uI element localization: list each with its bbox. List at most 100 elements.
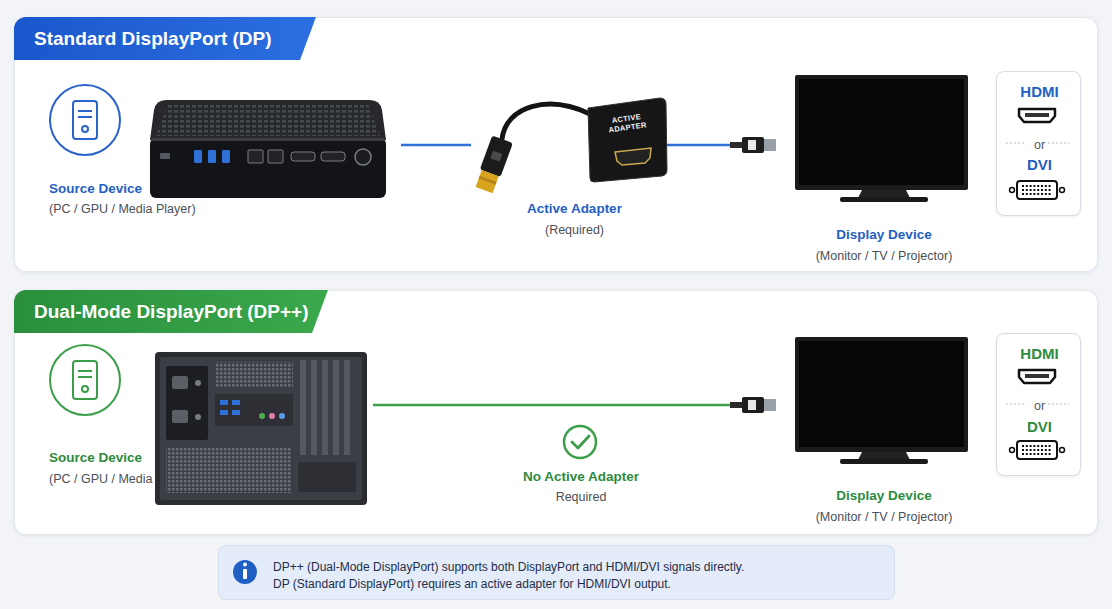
dvi-port-icon [1017,441,1057,459]
hdmi-plug-tip [764,399,776,411]
monitor-frame [795,75,968,190]
psu-switch [195,414,201,420]
port [160,153,170,159]
dp-plug-tip [476,170,499,193]
audio-jack [269,413,275,419]
power-socket [172,376,188,389]
io-panel [215,394,293,426]
node-title: Display Device [784,226,984,244]
info-icon-dot [243,563,247,567]
display-port [291,152,315,161]
node-title: No Active Adapter [501,468,661,486]
monitor-screen [799,341,964,447]
icon-circle [50,85,120,155]
audio-jack [279,413,285,419]
vent-grill [215,362,293,388]
mini-pc-vents [156,104,380,136]
check-circle [564,426,596,458]
connector-line [666,144,731,147]
node-subtitle: (Required) [477,222,672,238]
icon-circle [50,345,120,415]
dvi-screw [1010,448,1015,453]
power-socket [172,410,188,423]
node-title: Source Device [49,180,249,198]
node-subtitle: (PC / GPU / Media Player) [49,471,249,487]
section-heading: Dual-Mode DisplayPort (DP++) [14,290,328,333]
usb-port [220,400,228,405]
tower-back [160,357,362,500]
separator-word: or [997,398,1082,414]
dvi-screw [1060,448,1065,453]
io-panel [298,462,356,492]
hdmi-port-pins [1025,113,1049,117]
expansion-slot [300,360,306,455]
separator-dash [1006,143,1026,144]
info-icon [233,560,257,584]
vent-grill [166,448,291,493]
pc-icon-button [82,386,88,392]
connector-line [373,404,731,407]
tower-case [155,352,367,505]
section-panel: Standard DisplayPort (DP) Source Device(P… [14,17,1098,272]
power-jack [355,149,371,165]
hdmi-port-icon [1019,109,1055,122]
dvi-screw [1060,188,1065,193]
usb-port [208,150,216,163]
hdmi-socket [615,148,651,165]
port-name: DVI [997,156,1082,174]
node-subtitle: (Monitor / TV / Projector) [784,248,984,264]
info-note: DP++ (Dual-Mode DisplayPort) supports bo… [218,545,895,600]
monitor-base [840,197,928,202]
expansion-slot [333,360,339,455]
dvi-port-pins [1022,446,1052,454]
expansion-slot [311,360,317,455]
dvi-screw [1010,188,1015,193]
usb-port [232,410,240,415]
pc-icon-line [78,110,92,112]
node-title: Active Adapter [477,200,672,218]
node-title: Display Device [784,487,984,505]
check-mark [572,436,589,448]
separator-dash [1006,404,1026,405]
section-heading: Standard DisplayPort (DP) [14,17,316,60]
hdmi-port-icon [1019,370,1055,383]
pc-icon-line [78,116,92,118]
node-title: Source Device [49,449,249,467]
monitor-stand [858,452,910,460]
psu [166,366,208,440]
port-name: DVI [997,418,1082,436]
no-adapter-note: No Active AdapterRequired [501,421,661,506]
adapter-device: Active Adapter(Required) [471,96,666,241]
usb-port [220,410,228,415]
cable-end [730,142,742,148]
display-device: Display Device(Monitor / TV / Projector) [731,73,976,266]
separator-word: or [997,137,1082,153]
node-subtitle: (Monitor / TV / Projector) [784,509,984,525]
port-name: HDMI [997,345,1082,363]
source-device: Source Device(PC / GPU / Media Player) [31,91,401,226]
pc-icon-line [78,370,92,372]
psu-switch [195,380,201,386]
separator-dash [1048,404,1069,405]
port-name: HDMI [997,83,1082,101]
cable-end [730,402,742,408]
note-text: DP (Standard DisplayPort) requires an ac… [273,576,888,592]
dp-plug-stripe [479,176,497,185]
adapter-cable [502,104,590,139]
connector-line [401,144,471,147]
hdmi-plug [742,397,764,413]
dvi-port-icon [1017,181,1057,199]
usb-port [232,400,240,405]
hdmi-plug-band [748,400,756,410]
hdmi-plug-band [748,140,756,150]
display-port [321,152,345,161]
pc-icon [73,101,97,139]
expansion-slot [322,360,328,455]
ethernet-port [268,150,283,163]
display-device: Display Device(Monitor / TV / Projector) [731,334,976,526]
mini-pc-top [150,100,386,140]
monitor-stand [858,190,910,198]
node-subtitle: Required [501,489,661,505]
adapter-body [588,98,667,182]
info-icon-stem [243,569,247,579]
